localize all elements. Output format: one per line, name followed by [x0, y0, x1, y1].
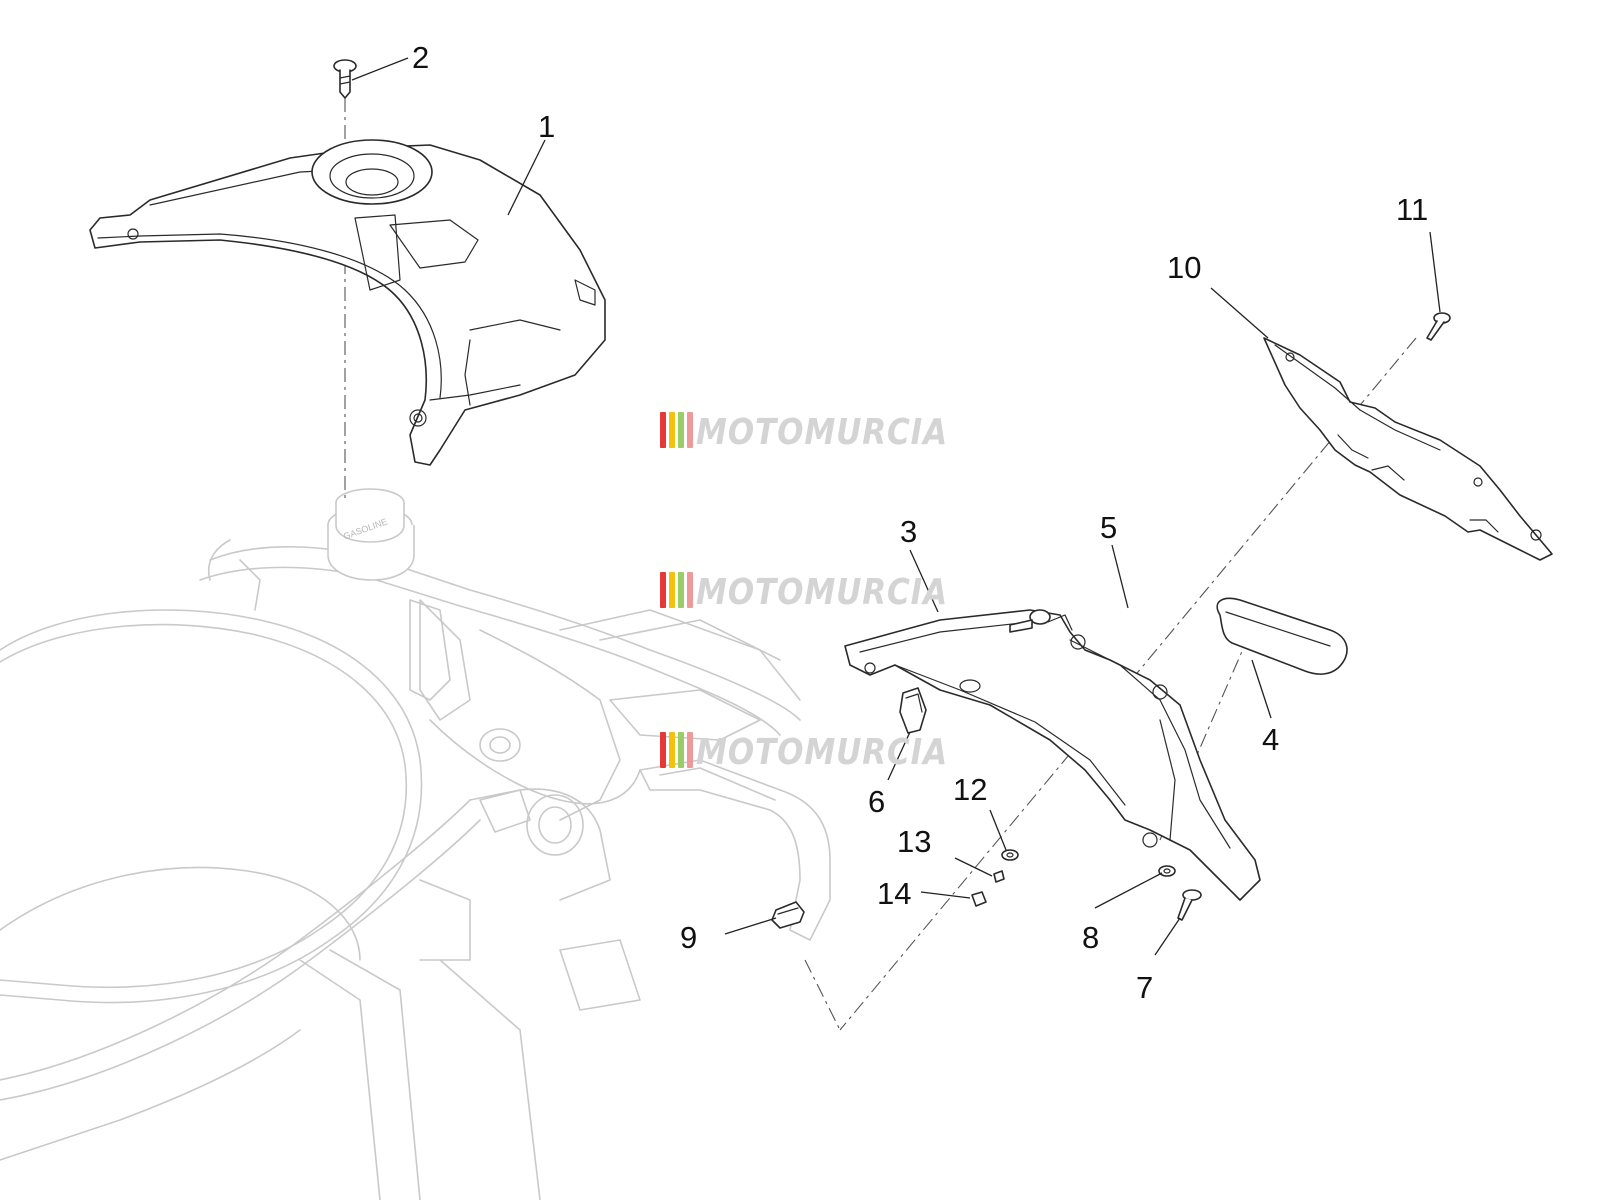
scooter-frame-ghost: GASOLINE: [0, 488, 831, 1200]
callout-12: 12: [953, 772, 987, 807]
watermark-stripe-4: [687, 412, 693, 448]
part-2-screw: [333, 59, 357, 99]
callout-13: 13: [897, 824, 931, 859]
watermark-stripe-2: [669, 412, 675, 448]
part-1-tank-cover: [89, 139, 606, 466]
callout-7: 7: [1136, 970, 1153, 1005]
callout-2: 2: [412, 40, 429, 75]
part-13-pin: [993, 870, 1005, 883]
callout-3: 3: [900, 514, 917, 549]
callout-4: 4: [1262, 722, 1279, 757]
callout-10: 10: [1167, 250, 1201, 285]
callout-14: 14: [877, 876, 911, 911]
watermark-stripe-2: [669, 732, 675, 768]
part-3-rear-cover: [844, 609, 1261, 901]
callout-1: 1: [538, 109, 555, 144]
watermark-stripe-2: [669, 572, 675, 608]
watermark-stripe-1: [660, 412, 666, 448]
watermark-text: MOTOMURCIA: [696, 572, 948, 613]
watermark-text: MOTOMURCIA: [696, 732, 948, 773]
watermark-stripe-1: [660, 572, 666, 608]
part-12-washer: [1001, 849, 1019, 861]
part-6-clip: [899, 687, 927, 734]
watermark-bottom: MOTOMURCIA: [660, 732, 948, 773]
part-10-plate-holder: [1263, 337, 1553, 561]
watermark-stripe-4: [687, 732, 693, 768]
watermark-stripe-3: [678, 572, 684, 608]
part-8-washer: [1158, 865, 1176, 877]
watermark-text: MOTOMURCIA: [696, 412, 948, 453]
watermark-stripe-4: [687, 572, 693, 608]
callout-6: 6: [868, 784, 885, 819]
watermark-stripe-1: [660, 732, 666, 768]
leader-lines: [351, 57, 1441, 956]
part-9-clip-nut: [771, 901, 805, 929]
part-7-screw: [1177, 889, 1202, 921]
part-5-bolt: [1009, 609, 1051, 633]
watermark-middle: MOTOMURCIA: [660, 572, 948, 613]
watermark-top: MOTOMURCIA: [660, 412, 948, 453]
part-14-pin: [971, 891, 987, 907]
callout-11: 11: [1396, 192, 1428, 227]
callout-8: 8: [1082, 920, 1099, 955]
callout-9: 9: [680, 920, 697, 955]
part-11-screw: [1426, 312, 1451, 341]
part-4-reflector: [1216, 597, 1348, 675]
callout-numbers: 1 2 3 4 5 6 7 8 9 10 11 12 13 14: [412, 40, 1428, 1005]
callout-5: 5: [1100, 510, 1117, 545]
watermark-stripe-3: [678, 412, 684, 448]
watermark-stripe-3: [678, 732, 684, 768]
